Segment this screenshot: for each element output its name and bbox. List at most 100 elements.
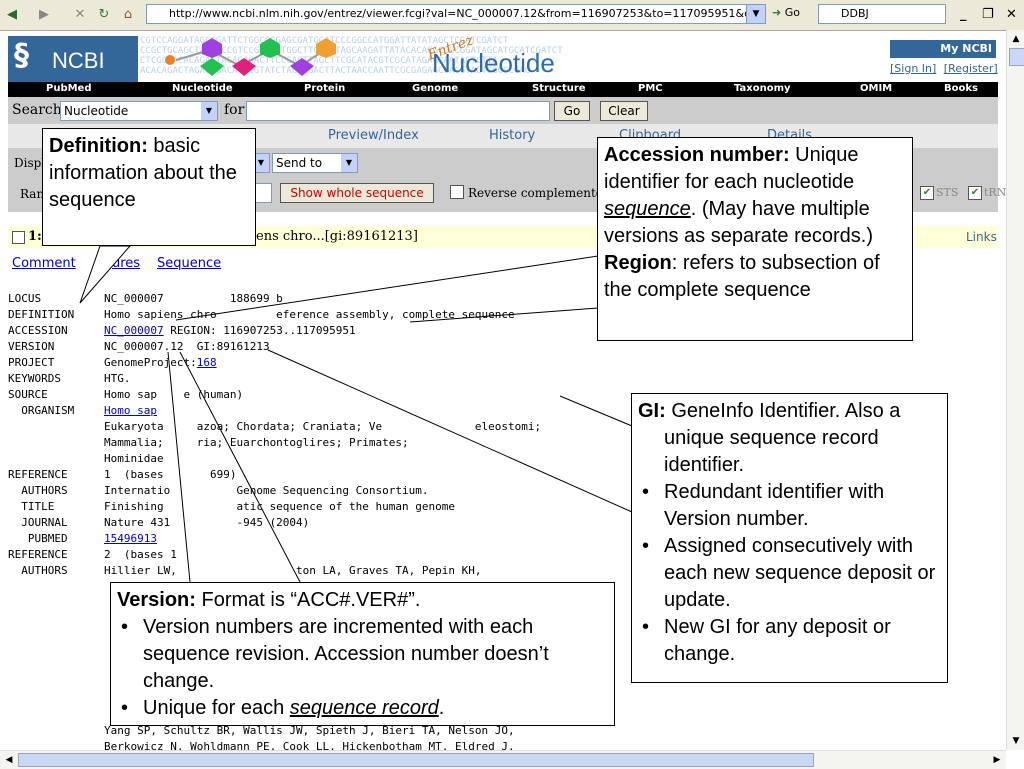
gi-callout-body: GeneInfo Identifier. Also a unique seque… <box>664 400 901 476</box>
keywords-value: HTG. <box>104 372 131 385</box>
vertical-scrollbar[interactable]: ▲ ▼ <box>1006 30 1024 750</box>
nav-pmc[interactable]: PMC <box>638 83 663 94</box>
pubmed-label: PUBMED <box>8 532 68 545</box>
locus-label: LOCUS <box>8 292 42 305</box>
go-button[interactable]: ➜ Go <box>772 6 800 19</box>
address-bar[interactable]: http://www.ncbi.nlm.nih.gov/entrez/viewe… <box>146 4 766 24</box>
version-value: NC_000007.12 GI:89161213 <box>104 340 270 353</box>
chevron-down-icon: ▼ <box>341 154 357 172</box>
accession-link[interactable]: NC_000007 <box>104 324 164 337</box>
project-link[interactable]: 168 <box>196 356 217 369</box>
authors-2-label: AUTHORS <box>8 564 68 577</box>
account-links: [Sign In] [Register] <box>890 62 998 75</box>
helix-icon: § <box>14 38 29 73</box>
for-label: for <box>224 102 245 118</box>
close-window-icon[interactable]: ✕ <box>1006 7 1017 22</box>
version-bullet-pre: Unique for each <box>143 697 290 719</box>
version-bullet: Unique for each sequence record. <box>117 695 608 722</box>
trna-checkbox[interactable]: ✔ <box>968 186 982 200</box>
organism-link[interactable]: Homo sap <box>104 404 157 417</box>
pubmed-link[interactable]: 15496913 <box>104 532 157 545</box>
nav-books[interactable]: Books <box>944 83 978 94</box>
show-whole-sequence-button[interactable]: Show whole sequence <box>280 183 434 203</box>
nav-taxonomy[interactable]: Taxonomy <box>734 83 791 94</box>
accession-callout-body-2: . (May have multiple versions as separat… <box>604 198 874 247</box>
nucleotide-banner: CGTCCAGGATAGCGGATTCTGGCCGGAGCGATGGATCCCG… <box>140 36 595 82</box>
nav-pubmed[interactable]: PubMed <box>46 83 92 94</box>
search-row: Search Nucleotide ▼ for Go Clear <box>8 97 998 124</box>
accession-callout: Accession number: Unique identifier for … <box>597 137 913 341</box>
reference-1-label: REFERENCE <box>8 468 68 481</box>
go-arrow-icon: ➜ <box>772 6 782 19</box>
send-to-select[interactable]: Send to ▼ <box>272 153 358 173</box>
sign-in-link[interactable]: [Sign In] <box>890 62 937 75</box>
definition-callout-title: Definition: <box>49 135 148 157</box>
record-links: Comment ures Sequence <box>12 256 221 271</box>
my-ncbi-link[interactable]: My NCBI <box>890 40 996 58</box>
version-callout-intro: Version: Format is “ACC#.VER#”. <box>117 587 608 614</box>
authors-2-line-b: Berkowicz N, Wohldmann PE, Cook LL, Hick… <box>104 740 515 753</box>
refresh-icon[interactable]: ↻ <box>98 7 110 22</box>
minimize-icon[interactable]: _ <box>960 7 967 22</box>
authors-1-label: AUTHORS <box>8 484 68 497</box>
organism-label: ORGANISM <box>8 404 75 417</box>
gi-bullet: Redundant identifier with Version number… <box>638 479 941 533</box>
sequence-link[interactable]: Sequence <box>157 256 222 271</box>
search-go-button[interactable]: Go <box>554 101 590 121</box>
reverse-complement-label: Reverse complemented s <box>468 186 621 200</box>
forward-icon[interactable]: ▶ <box>39 7 49 22</box>
register-link[interactable]: [Register] <box>943 62 998 75</box>
stop-icon[interactable]: ✕ <box>74 7 86 22</box>
search-label: Search <box>12 102 62 118</box>
back-icon[interactable]: ◀ <box>7 7 17 22</box>
result-checkbox[interactable] <box>12 231 25 244</box>
trna-label: tRN <box>984 186 1007 199</box>
result-title: ens chro...[gi:89161213] <box>256 229 418 244</box>
sts-checkbox[interactable]: ✔ <box>920 186 934 200</box>
links-link[interactable]: Links <box>966 230 997 244</box>
nav-nucleotide[interactable]: Nucleotide <box>172 83 233 94</box>
reverse-complement-checkbox[interactable] <box>450 185 464 199</box>
search-input[interactable] <box>246 101 550 121</box>
version-callout-list: Version numbers are incremented with eac… <box>117 614 608 722</box>
version-bullet: Version numbers are incremented with eac… <box>117 614 608 695</box>
accession-callout-body: Unique identifier for each nucleotide <box>604 144 859 193</box>
nav-genome[interactable]: Genome <box>412 83 459 94</box>
gi-bullet: Assigned consecutively with each new seq… <box>638 533 941 614</box>
accession-value: NC_000007 REGION: 116907253..117095951 <box>104 324 356 337</box>
restore-icon[interactable]: ❐ <box>982 7 994 22</box>
tab-history[interactable]: History <box>489 128 536 143</box>
logo-text: NCBI <box>52 48 105 73</box>
locus-value: NC_000007 188699 b <box>104 292 283 305</box>
features-link[interactable]: ures <box>112 256 141 271</box>
gi-callout-intro: GI: GeneInfo Identifier. Also a unique s… <box>638 398 941 479</box>
format-select[interactable]: ▼ <box>252 153 270 173</box>
gi-bullet: New GI for any deposit or change. <box>638 614 941 668</box>
search-go-label: Go <box>563 104 581 118</box>
scroll-up-icon[interactable]: ▲ <box>1012 34 1020 44</box>
database-nav: PubMed Nucleotide Protein Genome Structu… <box>8 82 998 97</box>
gi-callout-title: GI: <box>638 400 666 422</box>
accession-callout-emphasis: sequence <box>604 198 691 220</box>
tab-preview-index[interactable]: Preview/Index <box>328 128 419 143</box>
database-select[interactable]: Nucleotide ▼ <box>60 101 218 121</box>
horizontal-scrollbar[interactable]: ◀ ▶ <box>0 750 1006 769</box>
scroll-left-icon[interactable]: ◀ <box>5 755 13 765</box>
clear-button[interactable]: Clear <box>600 101 648 121</box>
browser-search-input[interactable]: DDBJ <box>818 4 946 24</box>
nav-structure[interactable]: Structure <box>532 83 586 94</box>
definition-value: Homo sapiens chro eference assembly, com… <box>104 308 515 321</box>
address-dropdown-icon[interactable]: ▼ <box>746 5 765 23</box>
nav-protein[interactable]: Protein <box>304 83 346 94</box>
horizontal-scroll-thumb[interactable] <box>18 753 814 767</box>
nav-omim[interactable]: OMIM <box>860 83 893 94</box>
vertical-scroll-thumb[interactable] <box>1009 48 1024 66</box>
browser-toolbar: ◀ ▶ ✕ ↻ ⌂ http://www.ncbi.nlm.nih.gov/en… <box>0 0 1024 31</box>
ncbi-logo[interactable]: § NCBI <box>8 36 138 82</box>
scroll-down-icon[interactable]: ▼ <box>1012 736 1020 746</box>
home-icon[interactable]: ⌂ <box>123 7 133 22</box>
scroll-right-icon[interactable]: ▶ <box>993 755 1001 765</box>
journal-value: Nature 431 -945 (2004) <box>104 516 310 529</box>
reference-2-value: 2 (bases 1 <box>104 548 177 561</box>
comment-link[interactable]: Comment <box>12 256 76 271</box>
